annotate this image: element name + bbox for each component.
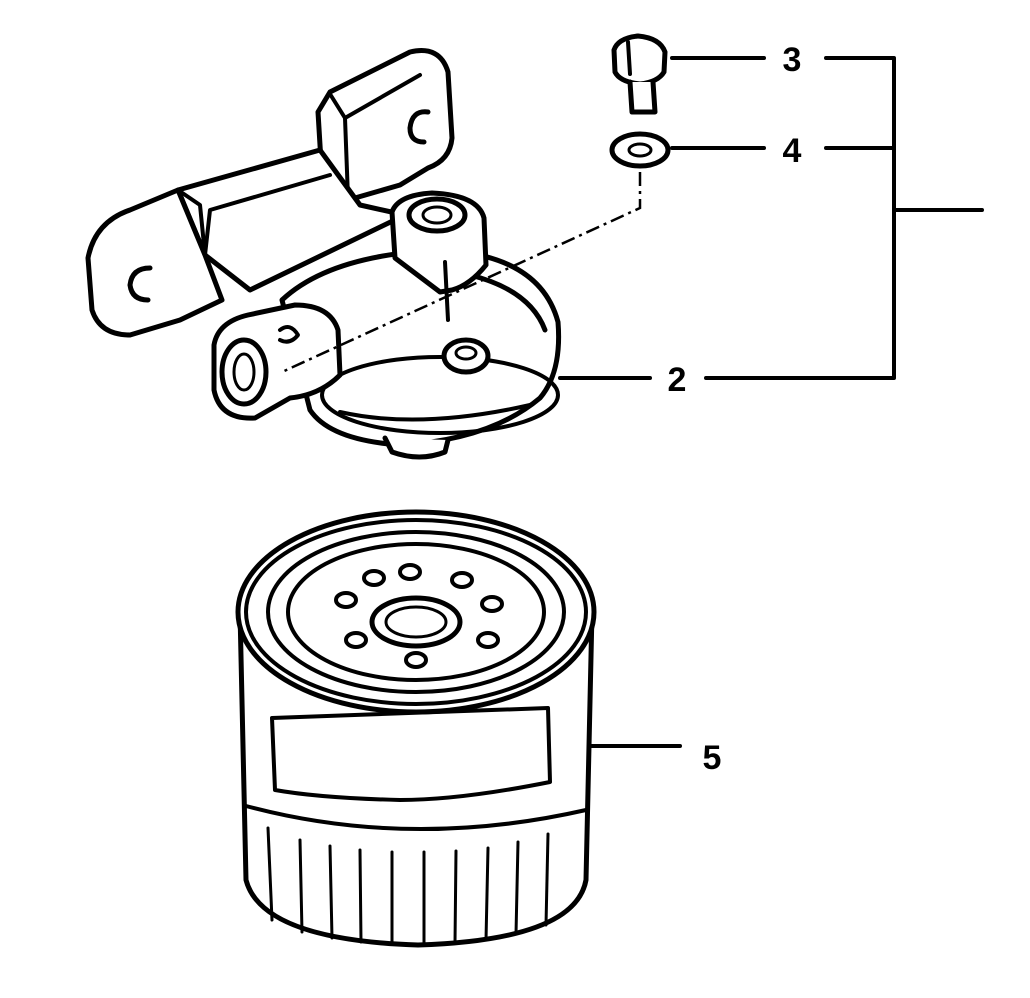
washer [609,131,671,169]
callout-5: 5 [703,739,722,777]
spin-on-filter-cartridge [235,509,597,948]
bolt [611,33,668,115]
callout-2: 2 [668,361,687,399]
assembly-centerline [281,172,642,374]
filter-head-bracket [85,48,562,460]
callout-3: 3 [783,41,802,79]
leader-lines [558,56,984,748]
callout-4: 4 [783,132,802,170]
